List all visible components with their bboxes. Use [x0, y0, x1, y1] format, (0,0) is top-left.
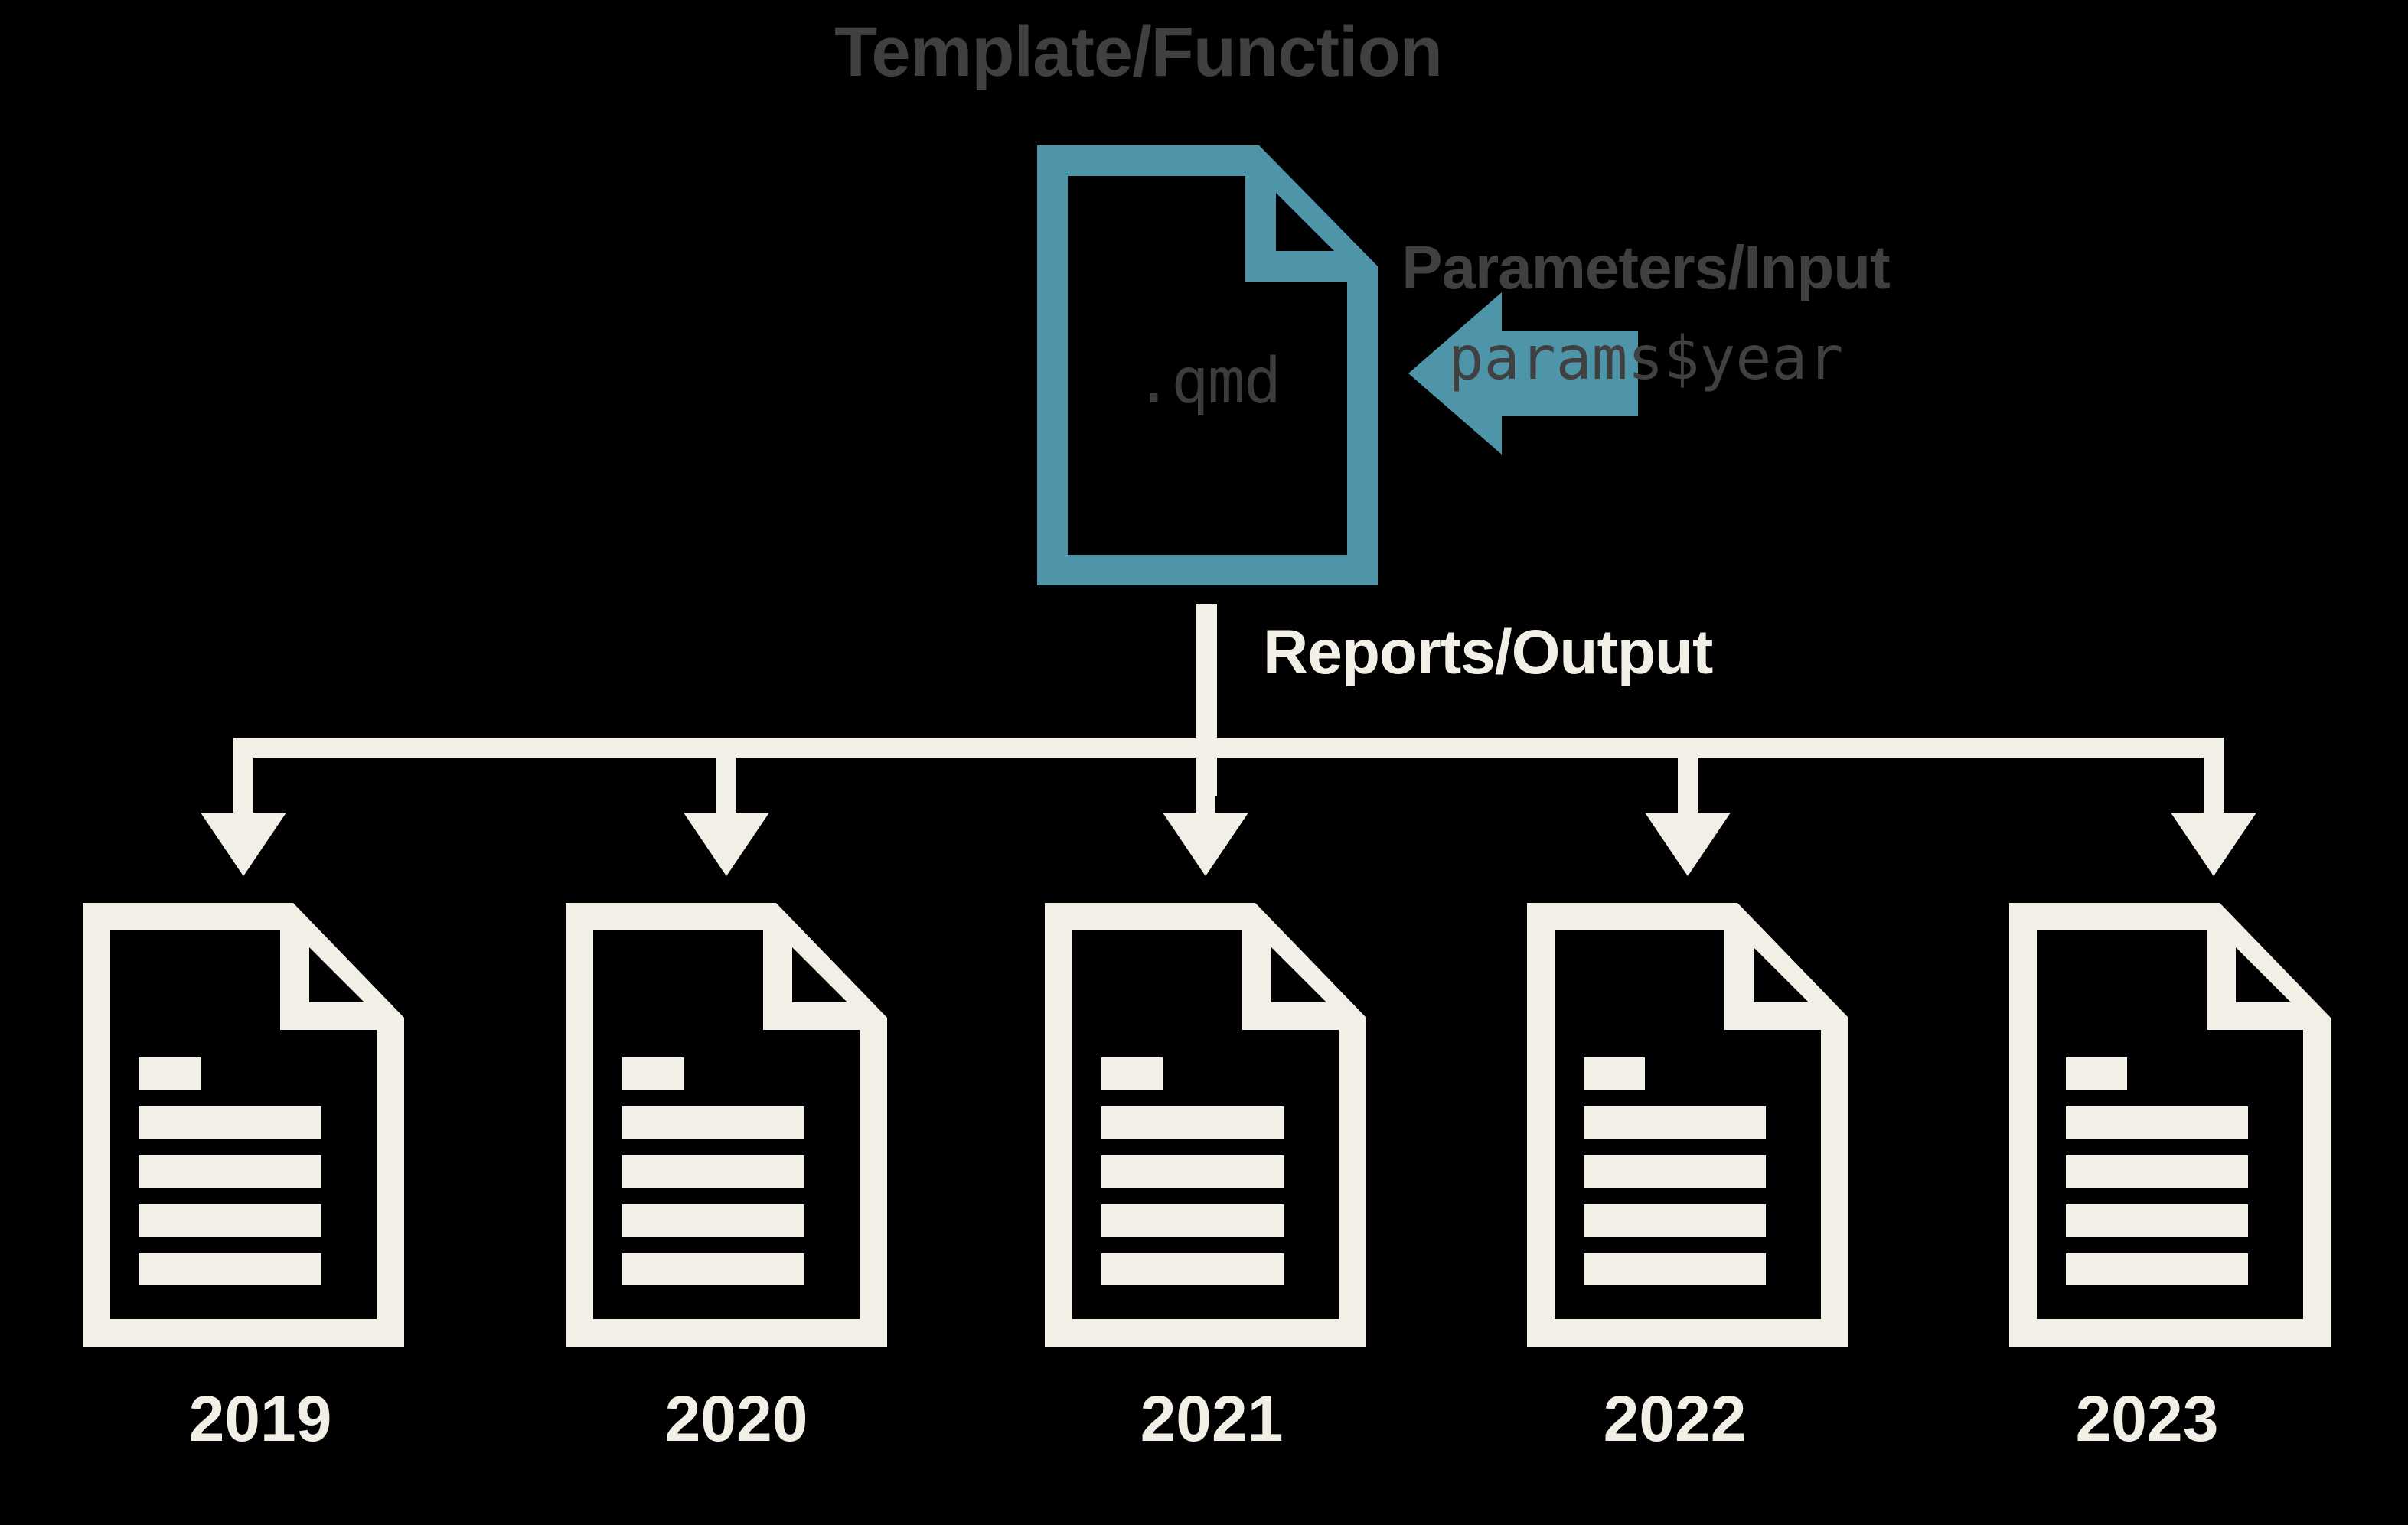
branch-drop-2: [716, 738, 736, 818]
report-document-icon-2021: [1045, 903, 1366, 1347]
branch-drop-5: [2204, 738, 2224, 818]
arrow-head-3: [1163, 813, 1248, 876]
arrow-head-4: [1645, 813, 1731, 876]
qmd-extension-text: .qmd: [1134, 345, 1281, 418]
parameters-input-code: params$year: [1447, 324, 1844, 393]
year-label-2019: 2019: [188, 1383, 332, 1455]
arrow-head-5: [2171, 813, 2256, 876]
report-document-icon-2020: [566, 903, 887, 1347]
report-document-icon-2023: [2009, 903, 2331, 1347]
qmd-file-icon: .qmd: [1037, 145, 1378, 585]
year-label-2023: 2023: [2075, 1383, 2219, 1455]
stem-line: [1196, 604, 1217, 796]
report-document-icon-2022: [1527, 903, 1848, 1347]
arrow-head-1: [201, 813, 286, 876]
year-label-2020: 2020: [664, 1383, 808, 1455]
report-document-icon-2019: [83, 903, 404, 1347]
branch-drop-3: [1196, 738, 1215, 818]
parameters-input-arrow: [1408, 292, 1638, 455]
year-label-2021: 2021: [1140, 1383, 1284, 1455]
parameters-input-label: Parameters/Input: [1401, 233, 1891, 301]
arrow-head-2: [684, 813, 769, 876]
year-label-2022: 2022: [1603, 1383, 1747, 1455]
reports-output-label: Reports/Output: [1263, 617, 1713, 687]
branch-drop-4: [1678, 738, 1698, 818]
template-function-label: Template/Function: [834, 13, 1443, 91]
bus-line: [233, 738, 2224, 758]
branch-drop-1: [233, 738, 253, 818]
